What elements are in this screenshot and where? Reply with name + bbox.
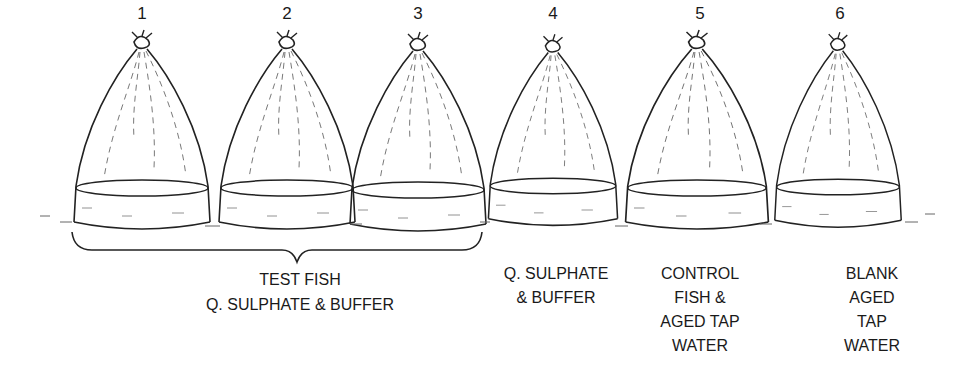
- condition-label: BLANK AGED TAP WATER: [836, 262, 908, 358]
- condition-label: Q. SULPHATE & BUFFER: [180, 293, 420, 317]
- condition-label: TEST FISH: [190, 268, 410, 292]
- condition-label: CONTROL FISH & AGED TAP WATER: [653, 262, 747, 358]
- callout-number: 2: [272, 2, 302, 26]
- callout-number: 5: [685, 2, 715, 26]
- condition-label: Q. SULPHATE & BUFFER: [498, 262, 614, 310]
- callout-number: 6: [825, 2, 855, 26]
- callout-number: 4: [538, 2, 568, 26]
- group-bracket: [72, 232, 482, 262]
- callout-number: 1: [127, 2, 157, 26]
- callout-number: 3: [403, 2, 433, 26]
